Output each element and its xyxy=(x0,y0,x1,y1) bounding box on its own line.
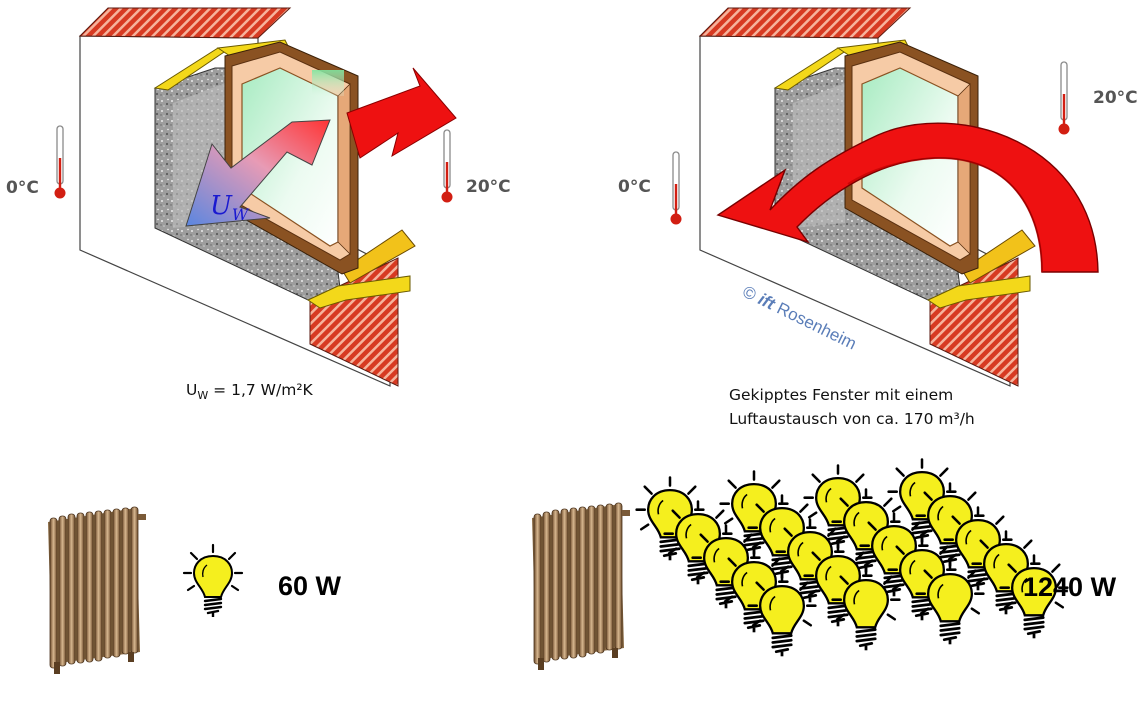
light-bulb-icon xyxy=(182,543,244,619)
light-bulb-icon xyxy=(831,566,901,652)
uw-arrow-label: UW xyxy=(210,191,250,224)
right-power-value: 1240 W xyxy=(1023,572,1117,602)
radiator-icon xyxy=(531,502,631,671)
left-caption: UW = 1,7 W/m²K xyxy=(186,381,313,403)
light-bulb-icon xyxy=(915,560,985,646)
left-outside-temperature: 0°C xyxy=(6,178,39,198)
thermometer-outside-icon xyxy=(53,125,67,200)
right-caption-line2: Luftaustausch von ca. 170 m³/h xyxy=(729,410,975,428)
heat-arrow-icon xyxy=(346,67,457,159)
thermometer-inside-icon xyxy=(440,129,454,204)
left-inside-temperature: 20°C xyxy=(466,177,511,197)
left-power-value: 60 W xyxy=(278,571,342,601)
right-caption-line1: Gekipptes Fenster mit einem xyxy=(729,386,954,404)
left-panel: UW xyxy=(47,7,457,675)
right-panel xyxy=(531,7,1099,671)
light-bulb-grid xyxy=(635,458,1069,658)
light-bulb-icon xyxy=(747,572,817,658)
radiator-icon xyxy=(47,506,147,675)
thermometer-inside-icon xyxy=(1057,61,1071,136)
right-inside-temperature: 20°C xyxy=(1093,88,1138,108)
right-outside-temperature: 0°C xyxy=(618,177,651,197)
uw-heat-loss-arrow xyxy=(185,119,331,227)
thermometer-outside-icon xyxy=(669,151,683,226)
ventilation-hint-arrow xyxy=(312,70,344,96)
